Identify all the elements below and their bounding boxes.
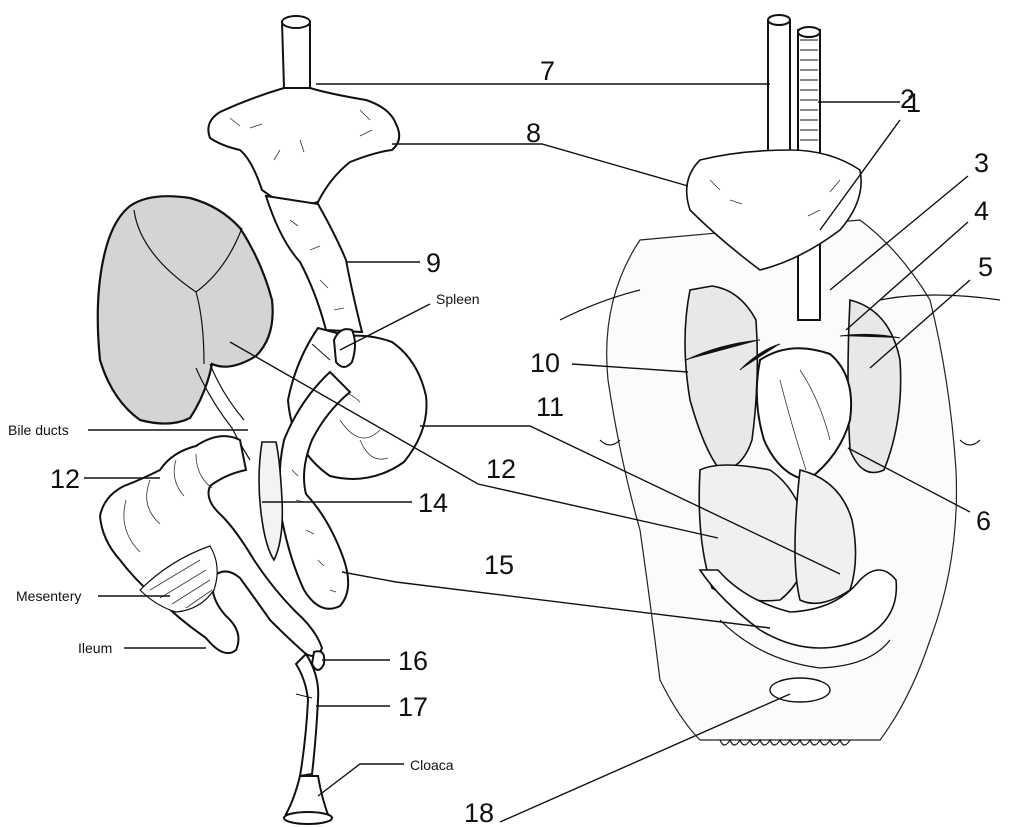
label-bile-ducts: Bile ducts	[8, 422, 69, 438]
label-9: 9	[426, 248, 441, 278]
label-15: 15	[484, 550, 514, 580]
leader-cloaca	[318, 764, 404, 796]
leader-18	[500, 694, 790, 822]
crop	[208, 88, 399, 210]
label-5: 5	[978, 252, 993, 282]
esophagus-right-opening	[768, 15, 790, 25]
label-3: 3	[974, 148, 989, 178]
label-cloaca: Cloaca	[410, 757, 454, 773]
cloaca-opening	[284, 812, 332, 824]
label-10: 10	[530, 348, 560, 378]
body-caudal-edge	[720, 740, 850, 745]
label-17: 17	[398, 692, 428, 722]
left-digestive-tract	[98, 16, 427, 824]
label-18: 18	[464, 798, 494, 827]
label-16: 16	[398, 646, 428, 676]
trachea-opening	[798, 27, 820, 37]
esophagus-upper	[282, 22, 310, 88]
label-ileum: Ileum	[78, 640, 112, 656]
liver	[98, 196, 273, 423]
esophagus-opening	[282, 16, 310, 28]
label-8: 8	[526, 118, 541, 148]
label-12-right: 12	[486, 454, 516, 484]
label-7: 7	[540, 56, 555, 86]
esophagus-lower	[266, 196, 362, 332]
label-2: 2	[900, 84, 915, 114]
label-14: 14	[418, 488, 448, 518]
esophagus-right	[768, 20, 790, 150]
label-spleen: Spleen	[436, 291, 480, 307]
right-body-view	[560, 15, 1000, 745]
large-intestine	[296, 654, 318, 776]
label-12-left: 12	[50, 464, 80, 494]
label-mesentery: Mesentery	[16, 588, 81, 604]
leader-8	[392, 144, 688, 186]
label-4: 4	[974, 196, 989, 226]
pancreas	[259, 442, 282, 560]
label-11: 11	[536, 392, 564, 422]
label-6: 6	[976, 506, 991, 536]
